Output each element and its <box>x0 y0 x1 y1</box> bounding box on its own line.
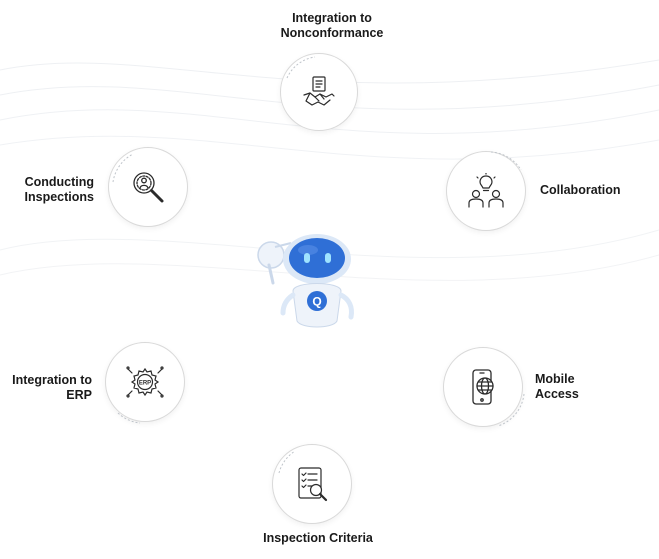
integration-erp-node[interactable]: ERP <box>105 342 185 424</box>
robot-mascot-icon: Q <box>257 234 354 328</box>
handshake-document-icon <box>303 76 335 106</box>
mobile-globe-icon <box>472 369 494 405</box>
erp-badge: ERP <box>139 381 151 387</box>
conducting-inspections-label: Conducting Inspections <box>24 175 94 204</box>
magnifier-person-icon <box>133 172 164 203</box>
mobile-access-label: Mobile Access <box>535 372 579 401</box>
integration-nonconformance-node[interactable] <box>280 53 358 131</box>
checklist-magnifier-icon <box>298 467 328 502</box>
mascot-badge: Q <box>312 295 321 309</box>
team-idea-icon <box>468 173 504 208</box>
conducting-inspections-node[interactable] <box>108 147 188 227</box>
collaboration-label: Collaboration <box>540 183 621 197</box>
integration-erp-label: Integration to ERP <box>12 373 92 402</box>
erp-gear-icon: ERP <box>126 366 164 398</box>
collaboration-node[interactable] <box>446 151 526 231</box>
integration-nonconformance-label: Integration to Nonconformance <box>280 11 384 40</box>
mobile-access-node[interactable] <box>443 347 525 427</box>
inspection-criteria-label: Inspection Criteria <box>263 531 373 545</box>
inspection-criteria-node[interactable] <box>272 444 352 524</box>
